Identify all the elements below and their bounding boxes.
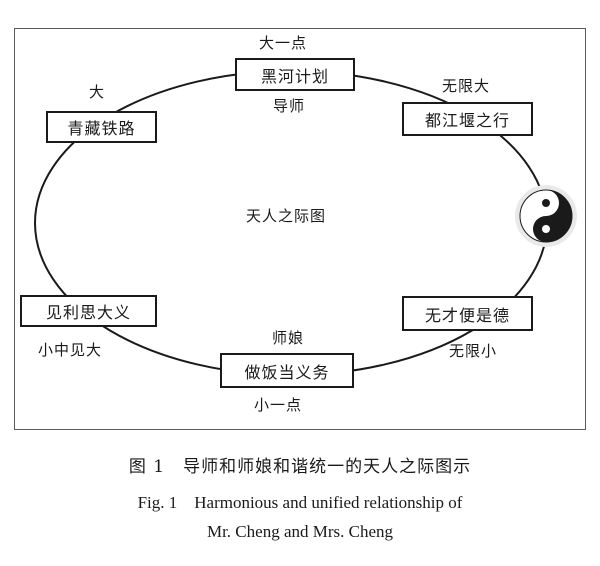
node-wucai-bianshi-de: 无才便是德 — [402, 296, 533, 331]
label-bottom-left-below: 小中见大 — [38, 341, 103, 359]
figure-caption-english-line2: Mr. Cheng and Mrs. Cheng — [206, 522, 394, 541]
label-bottom-below: 小一点 — [254, 396, 303, 414]
figure-caption-chinese: 图 1 导师和师娘和谐统一的天人之际图示 — [128, 457, 472, 477]
node-cooking-duty: 做饭当义务 — [220, 353, 354, 388]
node-dujiangyan-trip: 都江堰之行 — [402, 102, 533, 136]
figure-caption-english-line1: Fig. 1 Harmonious and unified relationsh… — [137, 493, 463, 512]
node-jianli-si-dayi: 见利思大义 — [20, 295, 157, 327]
figure-frame: 天人之际图 黑河计划 都江堰之行 无才便是德 做饭当义务 见利思大义 青藏铁路 … — [14, 28, 586, 430]
label-top-above: 大一点 — [259, 34, 308, 52]
node-heihe-plan: 黑河计划 — [235, 58, 355, 91]
label-bottom-right-below: 无限小 — [449, 342, 498, 360]
node-qingzang-railway: 青藏铁路 — [46, 111, 157, 143]
center-label: 天人之际图 — [246, 207, 327, 225]
label-top-right-above: 无限大 — [442, 77, 491, 95]
label-mentor: 导师 — [273, 97, 306, 115]
label-top-left-above: 大 — [89, 83, 106, 101]
yin-yang-icon — [515, 185, 577, 247]
label-mentor-wife: 师娘 — [272, 329, 305, 347]
